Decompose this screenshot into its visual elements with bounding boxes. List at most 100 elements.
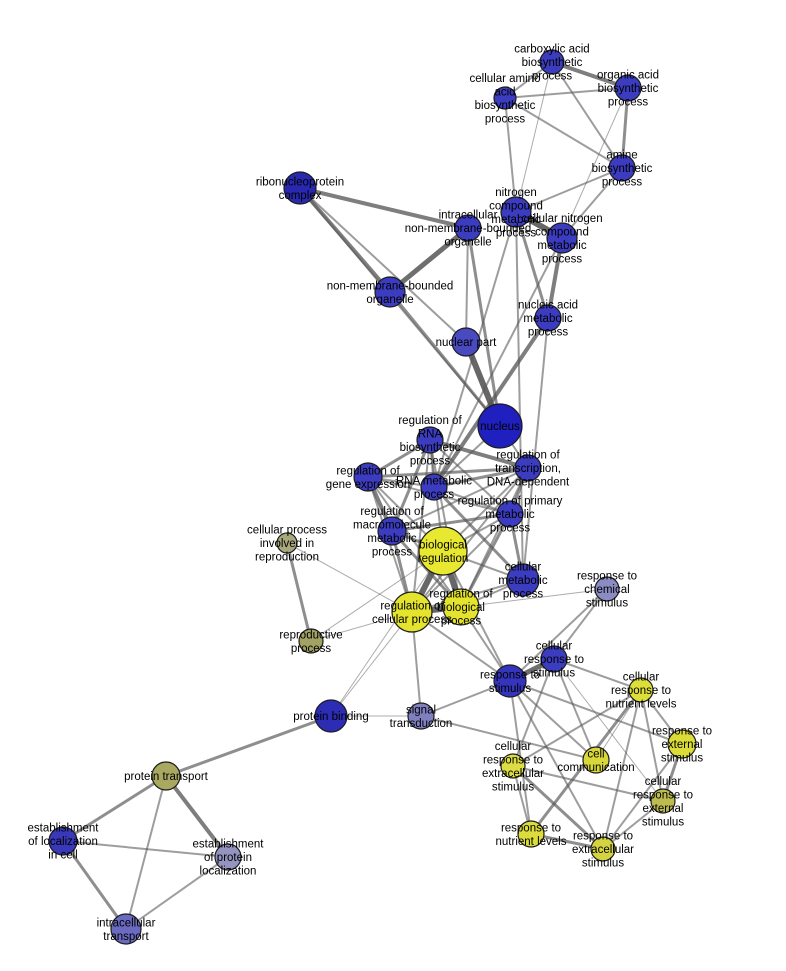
- network-node-crxs[interactable]: [650, 788, 676, 814]
- edge-nam-rmp: [432, 316, 550, 489]
- edge-rs-rxs: [509, 680, 604, 850]
- network-node-crs[interactable]: [540, 645, 568, 673]
- nodes-layer: [48, 49, 697, 945]
- network-node-it[interactable]: [110, 913, 142, 945]
- network-node-caab[interactable]: [493, 86, 517, 110]
- network-node-inmbo[interactable]: [454, 214, 482, 242]
- network-node-rs[interactable]: [493, 664, 527, 698]
- network-node-cpir[interactable]: [276, 532, 298, 554]
- network-node-rxs[interactable]: [590, 836, 616, 862]
- network-node-pb[interactable]: [314, 699, 348, 733]
- network-node-cc[interactable]: [582, 746, 610, 774]
- network-node-rnp[interactable]: [283, 171, 317, 205]
- network-node-rmp[interactable]: [420, 473, 448, 501]
- network-node-nam[interactable]: [534, 304, 562, 332]
- edge-crs-rcs: [553, 588, 608, 660]
- edge-rge-rbp: [367, 476, 462, 608]
- network-node-np[interactable]: [451, 327, 481, 357]
- network-node-cmp[interactable]: [506, 563, 540, 597]
- edge-rpm-rmm: [391, 512, 511, 533]
- edge-nam-cmp: [522, 317, 549, 581]
- network-node-nuc[interactable]: [477, 403, 523, 449]
- edge-crnl-cres: [512, 689, 642, 767]
- network-node-ab[interactable]: [608, 154, 636, 182]
- network-node-rp[interactable]: [298, 628, 324, 654]
- edge-rs-cc: [509, 680, 597, 761]
- edge-rnp-np: [299, 187, 467, 343]
- edge-crs-cc: [553, 658, 597, 761]
- network-node-ncm[interactable]: [500, 196, 532, 228]
- edge-rtd-rge: [367, 466, 529, 479]
- edge-rrb-rpm: [429, 439, 511, 515]
- edge-crnl-rxs: [602, 689, 642, 850]
- network-node-cres[interactable]: [500, 753, 526, 779]
- edge-inmbo-np: [465, 227, 469, 343]
- edge-rrb-rtd: [429, 438, 529, 470]
- network-node-nmbo[interactable]: [374, 276, 406, 308]
- edge-crnl-crxs: [640, 689, 664, 802]
- network-node-pt[interactable]: [151, 761, 181, 791]
- network-node-res[interactable]: [667, 729, 697, 759]
- network-node-elc[interactable]: [48, 826, 78, 856]
- node-label-pt: protein transport: [124, 771, 209, 783]
- network-node-rnl[interactable]: [517, 820, 545, 848]
- network-node-br[interactable]: [418, 526, 468, 576]
- network-node-rrb[interactable]: [416, 426, 444, 454]
- edge-rs-res: [509, 680, 683, 745]
- edge-caab-ab: [504, 97, 623, 169]
- network-node-rpm[interactable]: [496, 500, 524, 528]
- network-node-rtd[interactable]: [514, 454, 542, 482]
- network-node-cncm[interactable]: [546, 222, 578, 254]
- network-node-crnl[interactable]: [628, 677, 654, 703]
- network-node-rmm[interactable]: [377, 516, 407, 546]
- node-label-nuc: nucleus: [480, 421, 520, 433]
- edge-br-pb: [330, 550, 444, 717]
- edge-pb-pt: [165, 714, 332, 778]
- edge-crs-crxs: [553, 658, 664, 802]
- edge-rcp-pb: [330, 611, 413, 717]
- edge-inmbo-nuc: [466, 227, 502, 427]
- edge-oab-caab: [504, 87, 629, 99]
- edge-rtd-rmm: [391, 467, 529, 532]
- network-node-rge[interactable]: [353, 462, 383, 492]
- edge-cab-ncm: [515, 61, 553, 213]
- edge-st-cc: [420, 715, 597, 761]
- network-node-rcp[interactable]: [391, 591, 433, 633]
- network-node-oab[interactable]: [614, 74, 642, 102]
- network-node-epl[interactable]: [214, 843, 242, 871]
- edge-rcp-cpir: [286, 542, 413, 613]
- network-node-rbp[interactable]: [442, 588, 480, 626]
- network-node-rcs[interactable]: [594, 576, 620, 602]
- edge-cres-rxs: [511, 764, 605, 851]
- edge-rrb-rmm: [390, 439, 432, 532]
- edge-cc-crnl: [595, 689, 642, 761]
- edge-cab-ab: [551, 61, 623, 169]
- network-node-st[interactable]: [407, 702, 435, 730]
- edge-rmp-cmp: [432, 485, 525, 582]
- network-node-cab[interactable]: [539, 49, 565, 75]
